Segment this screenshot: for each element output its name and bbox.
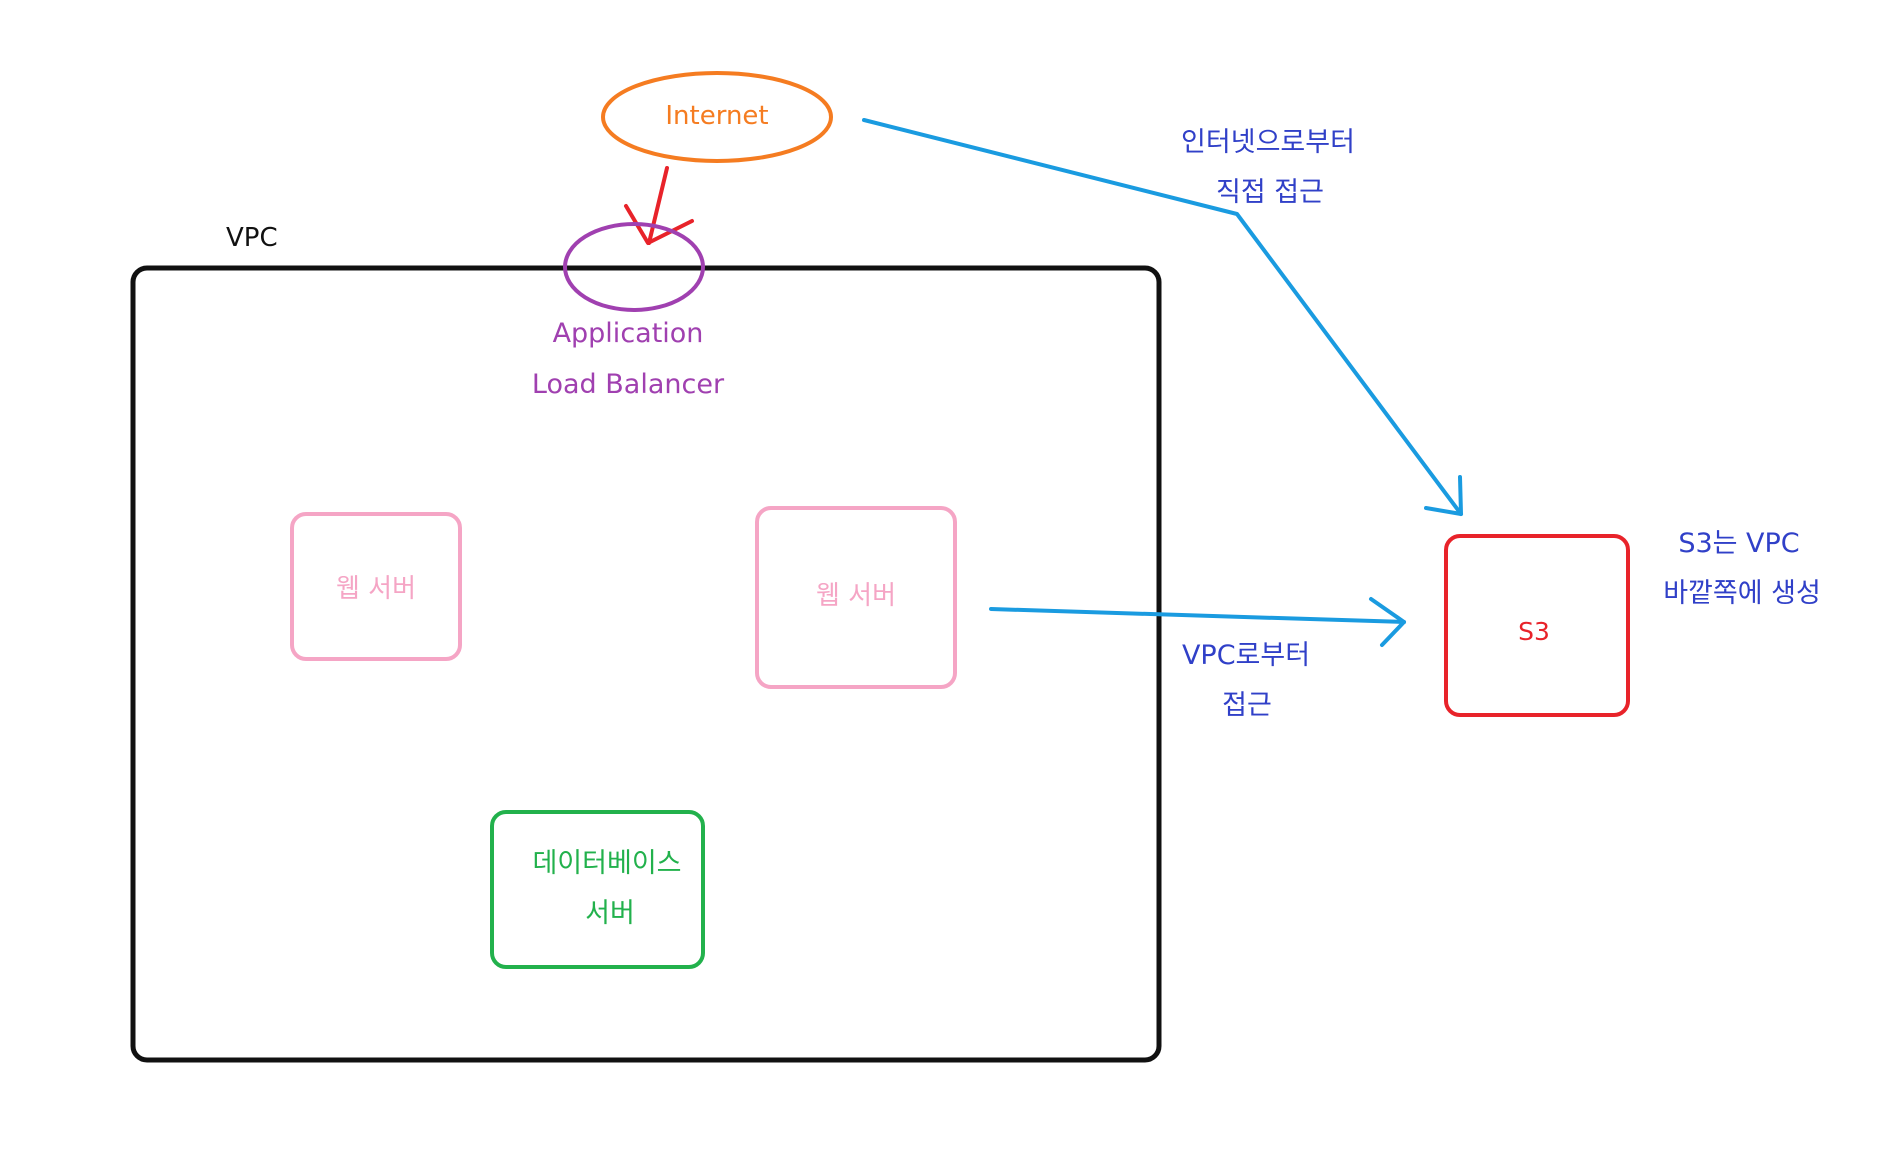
web-server-label-2: 웹 서버 (816, 581, 896, 611)
internet-node (601, 71, 833, 163)
alb-label-line2: Load Balancer (532, 369, 725, 400)
db-server-box (490, 810, 705, 969)
db-server-label-line1: 데이터베이스 (532, 848, 681, 879)
internet-access-note-line2: 직접 접근 (1216, 177, 1324, 208)
internet-access-note-line1: 인터넷으로부터 (1181, 127, 1355, 158)
internet-label: Internet (665, 101, 768, 131)
web-server-box-1 (290, 512, 462, 661)
db-server-label-line2: 서버 (585, 898, 635, 929)
vpc-label: VPC (226, 223, 278, 253)
alb-label-line1: Application (553, 318, 704, 349)
alb-node (563, 222, 705, 312)
web-server-label-1: 웹 서버 (336, 574, 416, 604)
vpc-boundary (130, 265, 1162, 1063)
internet-to-alb-arrow (624, 166, 694, 245)
vpc-to-s3-arrow (989, 597, 1406, 647)
vpc-access-note-line1: VPC로부터 (1182, 640, 1310, 671)
s3-location-note-line1: S3는 VPC (1678, 528, 1799, 559)
internet-to-s3-arrow (862, 118, 1463, 516)
s3-box (1444, 534, 1630, 717)
web-server-box-2 (755, 506, 957, 689)
s3-location-note-line2: 바깥쪽에 생성 (1663, 578, 1821, 609)
vpc-access-note-line2: 접근 (1222, 690, 1272, 721)
s3-label: S3 (1518, 617, 1550, 646)
